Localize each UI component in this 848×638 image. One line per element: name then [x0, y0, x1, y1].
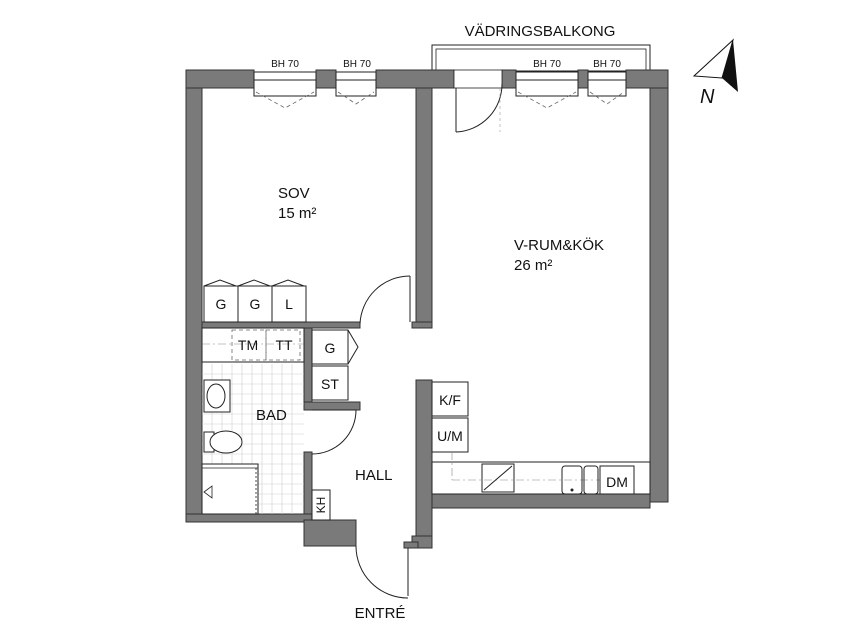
wardrobe-label-1: G: [216, 296, 227, 312]
entrance-door: [355, 545, 409, 599]
wardrobe-label-2: G: [250, 296, 261, 312]
dishwasher: [599, 465, 635, 495]
hall-storage: [311, 365, 349, 401]
hall-storage-label: ST: [321, 376, 339, 392]
washing-machine-label: TM: [238, 337, 258, 353]
living-kitchen-name: V-RUM&KÖK: [514, 236, 604, 254]
bedroom-area: 15 m²: [278, 205, 316, 222]
hall-name: HALL: [355, 467, 393, 484]
fridge-freezer: [431, 381, 469, 417]
kitchen-counter: [431, 452, 651, 495]
dishwasher-label: DM: [606, 474, 628, 490]
living-kitchen-area: 26 m²: [514, 257, 552, 274]
window-living-1: [515, 71, 579, 109]
entrance-name: ENTRÉ: [355, 605, 406, 622]
stove-icon: [481, 463, 515, 493]
window-label-1: BH 70: [271, 59, 299, 70]
window-bedroom-2: [335, 71, 377, 105]
tumble-dryer-label: TT: [275, 337, 293, 353]
bathroom-door: [311, 409, 357, 455]
north-arrow-icon: [692, 38, 738, 92]
bedroom-wardrobes: [203, 279, 307, 323]
linen-cabinet-label: L: [285, 296, 293, 312]
window-bedroom-1: [253, 71, 317, 109]
micro-oven: [431, 417, 469, 453]
walls: [185, 69, 669, 549]
heat-cabinet-label: KH: [314, 497, 328, 514]
washbasin-icon: [203, 379, 231, 413]
balcony-label: VÄDRINGSBALKONG: [465, 23, 616, 40]
micro-oven-label: U/M: [437, 428, 463, 444]
balcony: [431, 44, 651, 72]
bedroom-name: SOV: [278, 185, 310, 202]
bedroom-door: [359, 275, 411, 325]
hall-wardrobe-label: G: [325, 340, 336, 356]
window-label-4: BH 70: [593, 59, 621, 70]
shower-icon: [201, 463, 259, 515]
bathroom-name: BAD: [256, 407, 287, 424]
fridge-freezer-label: K/F: [439, 392, 461, 408]
north-label: N: [700, 86, 715, 108]
laundry-machines: [201, 327, 305, 363]
window-label-3: BH 70: [533, 59, 561, 70]
toilet-icon: [203, 430, 243, 454]
balcony-door: [453, 69, 503, 133]
sink-icon: [561, 465, 599, 495]
heat-cabinet: [311, 489, 331, 521]
window-label-2: BH 70: [343, 59, 371, 70]
hall-wardrobe: [311, 329, 359, 365]
window-living-2: [587, 71, 627, 105]
